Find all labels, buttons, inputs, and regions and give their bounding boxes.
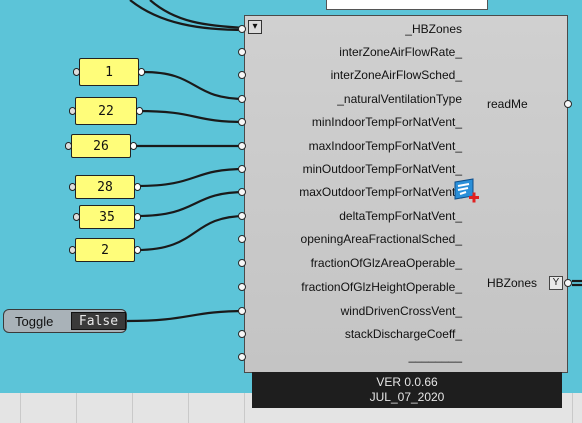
honeybee-component[interactable] bbox=[244, 15, 568, 373]
input-grip[interactable] bbox=[238, 188, 246, 196]
slider-value: 28 bbox=[97, 179, 113, 195]
wire-slider-1 bbox=[142, 70, 247, 101]
panel-top[interactable] bbox=[326, 0, 488, 10]
slider-value: 22 bbox=[98, 103, 114, 119]
input-grip[interactable] bbox=[238, 165, 246, 173]
output-label-readme: readMe bbox=[487, 97, 528, 111]
input-label: maxIndoorTempForNatVent_ bbox=[308, 139, 462, 153]
component-version-banner: VER 0.0.66 JUL_07_2020 bbox=[252, 372, 562, 408]
slider-value: 26 bbox=[93, 138, 109, 154]
input-label: fractionOfGlzHeightOperable_ bbox=[301, 280, 462, 294]
boolean-toggle[interactable]: Toggle False bbox=[3, 309, 127, 333]
input-grip[interactable] bbox=[238, 48, 246, 56]
graft-tree-icon[interactable]: Y bbox=[549, 276, 563, 290]
input-label: _HBZones bbox=[405, 22, 462, 36]
number-slider-1[interactable]: 1 bbox=[73, 58, 145, 86]
input-label: minOutdoorTempForNatVent_ bbox=[302, 162, 462, 176]
version-text: VER 0.0.66 bbox=[376, 375, 438, 389]
number-slider-2[interactable]: 2 bbox=[69, 238, 141, 262]
slider-value: 35 bbox=[99, 209, 115, 225]
input-label: maxOutdoorTempForNatVent_ bbox=[299, 185, 462, 199]
input-label: deltaTempForNatVent_ bbox=[339, 209, 462, 223]
toggle-value[interactable]: False bbox=[71, 312, 126, 330]
wire-slider-28 bbox=[136, 167, 247, 188]
input-label: interZoneAirFlowRate_ bbox=[339, 45, 462, 59]
input-grip[interactable] bbox=[238, 283, 246, 291]
number-slider-35[interactable]: 35 bbox=[73, 205, 141, 229]
input-label: _naturalVentilationType bbox=[337, 92, 462, 106]
input-grip[interactable] bbox=[238, 118, 246, 126]
input-label: stackDischargeCoeff_ bbox=[344, 327, 462, 341]
slider-output-grip[interactable] bbox=[134, 246, 141, 254]
input-grip[interactable] bbox=[238, 330, 246, 338]
input-grip[interactable] bbox=[238, 142, 246, 150]
input-grip[interactable] bbox=[238, 353, 246, 361]
input-grip[interactable] bbox=[238, 212, 246, 220]
honeybee-natural-ventilation-icon bbox=[454, 178, 479, 203]
wire-slider-22 bbox=[136, 109, 247, 124]
input-label: minIndoorTempForNatVent_ bbox=[311, 115, 462, 129]
toggle-label: Toggle bbox=[15, 314, 54, 329]
slider-output-grip[interactable] bbox=[134, 183, 141, 191]
number-slider-28[interactable]: 28 bbox=[69, 175, 141, 199]
version-date: JUL_07_2020 bbox=[369, 390, 445, 404]
number-slider-22[interactable]: 22 bbox=[69, 97, 143, 125]
wire-hbzones bbox=[149, 0, 247, 30]
input-label: openingAreaFractionalSched_ bbox=[300, 232, 462, 246]
input-grip-hbzones[interactable] bbox=[238, 25, 246, 33]
input-grip[interactable] bbox=[238, 71, 246, 79]
wire-slider-35 bbox=[136, 190, 247, 218]
input-label: interZoneAirFlowSched_ bbox=[330, 68, 462, 82]
slider-output-grip[interactable] bbox=[134, 213, 141, 221]
input-label: windDrivenCrossVent_ bbox=[340, 304, 462, 318]
output-label-hbzones: HBZones bbox=[487, 276, 538, 290]
wire-slider-2 bbox=[136, 214, 247, 252]
output-grip-readme[interactable] bbox=[564, 100, 572, 108]
slider-output-grip[interactable] bbox=[130, 142, 137, 150]
input-grip[interactable] bbox=[238, 259, 246, 267]
component-menu-icon[interactable]: ▾ bbox=[248, 20, 262, 34]
wire-hbzones-2 bbox=[129, 0, 247, 32]
number-slider-26[interactable]: 26 bbox=[65, 134, 137, 158]
output-grip-hbzones[interactable] bbox=[564, 279, 572, 287]
input-grip[interactable] bbox=[238, 95, 246, 103]
component-body bbox=[245, 16, 567, 372]
slider-value: 1 bbox=[105, 64, 113, 80]
slider-value: 2 bbox=[101, 242, 109, 258]
input-label: fractionOfGlzAreaOperable_ bbox=[310, 256, 462, 270]
wire-toggle bbox=[126, 309, 247, 323]
slider-output-grip[interactable] bbox=[138, 68, 145, 76]
input-grip[interactable] bbox=[238, 307, 246, 315]
slider-output-grip[interactable] bbox=[136, 107, 143, 115]
input-label: ________ bbox=[408, 349, 462, 363]
input-grip[interactable] bbox=[238, 235, 246, 243]
